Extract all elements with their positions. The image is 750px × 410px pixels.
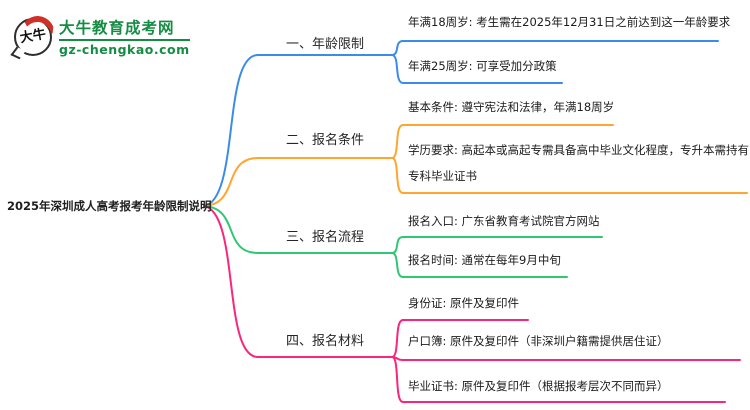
branch-materials-lines (203, 205, 741, 403)
leaf-household-register[interactable]: 户口簿: 原件及复印件（非深圳户籍需提供居住证） (408, 334, 669, 348)
leaf-registration-portal[interactable]: 报名入口: 广东省教育考试院官方网站 (408, 214, 600, 228)
leaf-id-card[interactable]: 身份证: 原件及复印件 (408, 296, 520, 310)
site-logo[interactable]: 大牛 大牛教育成考网 gz-chengkao.com (10, 13, 190, 59)
branch-age-lines (203, 40, 719, 207)
branch-conditions-lines (203, 124, 748, 207)
leaf-registration-time[interactable]: 报名时间: 通常在每年9月中旬 (408, 253, 561, 267)
leaf-age-18[interactable]: 年满18周岁: 考生需在2025年12月31日之前达到这一年龄要求 (408, 15, 731, 29)
branch-materials-label[interactable]: 四、报名材料 (286, 334, 365, 349)
leaf-basic-conditions[interactable]: 基本条件: 遵守宪法和法律，年满18周岁 (408, 100, 615, 114)
logo-text-block: 大牛教育成考网 gz-chengkao.com (59, 16, 190, 57)
logo-title: 大牛教育成考网 (59, 19, 175, 37)
leaf-diploma[interactable]: 毕业证书: 原件及复印件（根据报考层次不同而异） (408, 379, 669, 393)
branch-conditions-label[interactable]: 二、报名条件 (286, 133, 365, 148)
daniu-logo-badge-icon: 大牛 (10, 13, 59, 59)
leaf-education-requirement[interactable]: 学历要求: 高起本或高起专需具备高中毕业文化程度，专升本需持有专科毕业证书 (408, 143, 750, 183)
branch-age-label[interactable]: 一、年龄限制 (286, 37, 365, 52)
branch-process-label[interactable]: 三、报名流程 (286, 230, 365, 245)
root-topic[interactable]: 2025年深圳成人高考报考年龄限制说明 (7, 199, 212, 213)
leaf-age-25[interactable]: 年满25周岁: 可享受加分政策 (408, 59, 557, 73)
logo-domain: gz-chengkao.com (59, 39, 190, 57)
branch-process-lines (203, 205, 603, 278)
